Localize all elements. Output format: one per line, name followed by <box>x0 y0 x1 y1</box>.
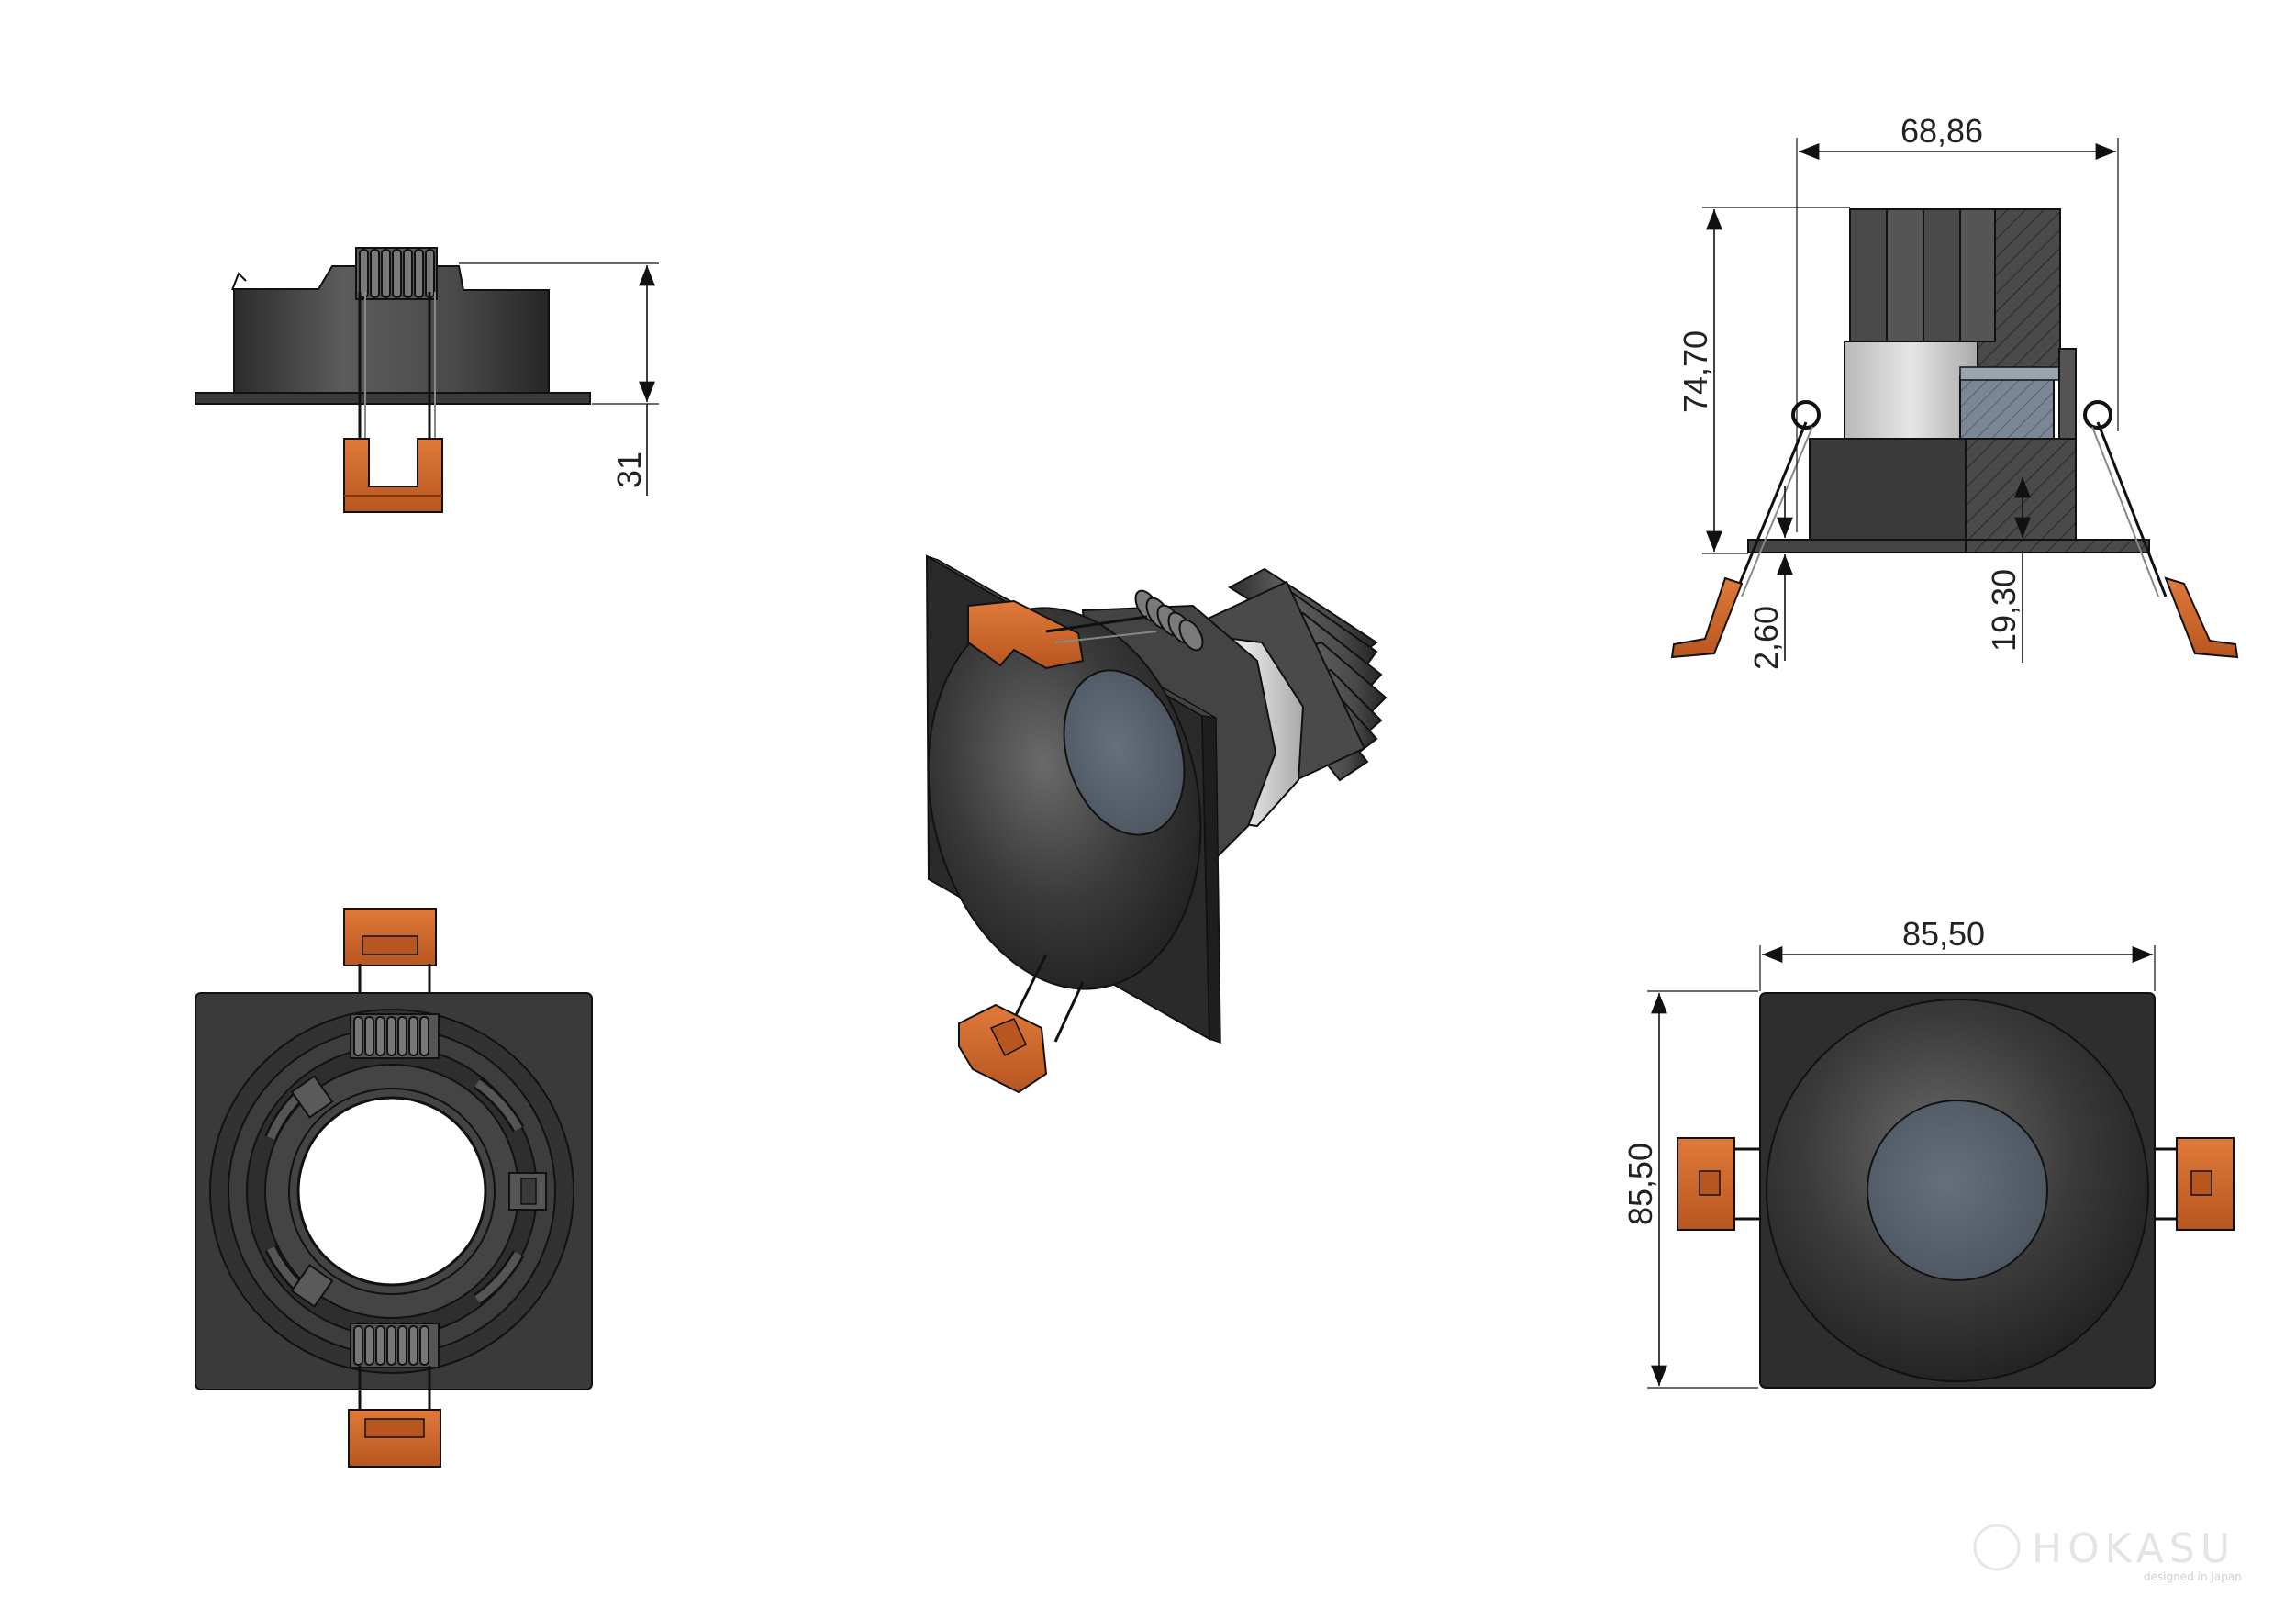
side-body <box>233 265 550 394</box>
side-elevation: 31 <box>195 247 659 513</box>
bottom-spring-bottom <box>350 1323 440 1368</box>
watermark-brand: HOKASU <box>2032 1525 2235 1572</box>
section-clip-left <box>1670 576 1744 659</box>
iso-spring <box>1134 589 1204 652</box>
section-clip-right <box>2164 576 2239 659</box>
dim-section-height-label: 74,70 <box>1677 330 1714 413</box>
dim-front-height-label: 85,50 <box>1622 1143 1659 1225</box>
watermark-logo-icon <box>1973 1524 2021 1571</box>
front-lens <box>1867 1100 2048 1281</box>
dim-recess-depth: 19,30 <box>1985 477 2031 663</box>
watermark: HOKASU designed in Japan <box>1973 1524 2242 1583</box>
side-clip <box>343 438 443 513</box>
dim-front-width-label: 85,50 <box>1902 915 1985 953</box>
side-spring <box>355 247 438 300</box>
dim-front-width: 85,50 <box>1759 915 2156 991</box>
dim-side-height: 31 <box>459 262 659 496</box>
dim-flange-thickness: 2,60 <box>1747 486 1799 670</box>
dim-section-height: 74,70 <box>1677 207 1850 554</box>
bottom-opening <box>296 1096 487 1287</box>
bottom-spring-top <box>350 1013 440 1059</box>
dim-flange-thickness-label: 2,60 <box>1747 606 1785 670</box>
iso-lens <box>1063 669 1186 836</box>
watermark-tagline: designed in Japan <box>2144 1570 2242 1583</box>
iso-clip-top <box>967 599 1085 670</box>
dim-side-height-label: 31 <box>610 452 648 488</box>
dim-recess-depth-label: 19,30 <box>1985 569 2023 652</box>
dim-front-height: 85,50 <box>1622 990 1758 1389</box>
isometric-view <box>925 554 1388 1094</box>
section-driver <box>1844 341 1978 441</box>
bottom-view <box>195 908 593 1468</box>
section-view: 68,86 74,70 2,60 19,30 <box>1670 112 2239 670</box>
dim-section-width: 68,86 <box>1796 112 2119 532</box>
front-view: 85,50 85,50 <box>1622 915 2235 1389</box>
side-flange <box>195 392 591 405</box>
dim-section-width-label: 68,86 <box>1900 112 1983 150</box>
